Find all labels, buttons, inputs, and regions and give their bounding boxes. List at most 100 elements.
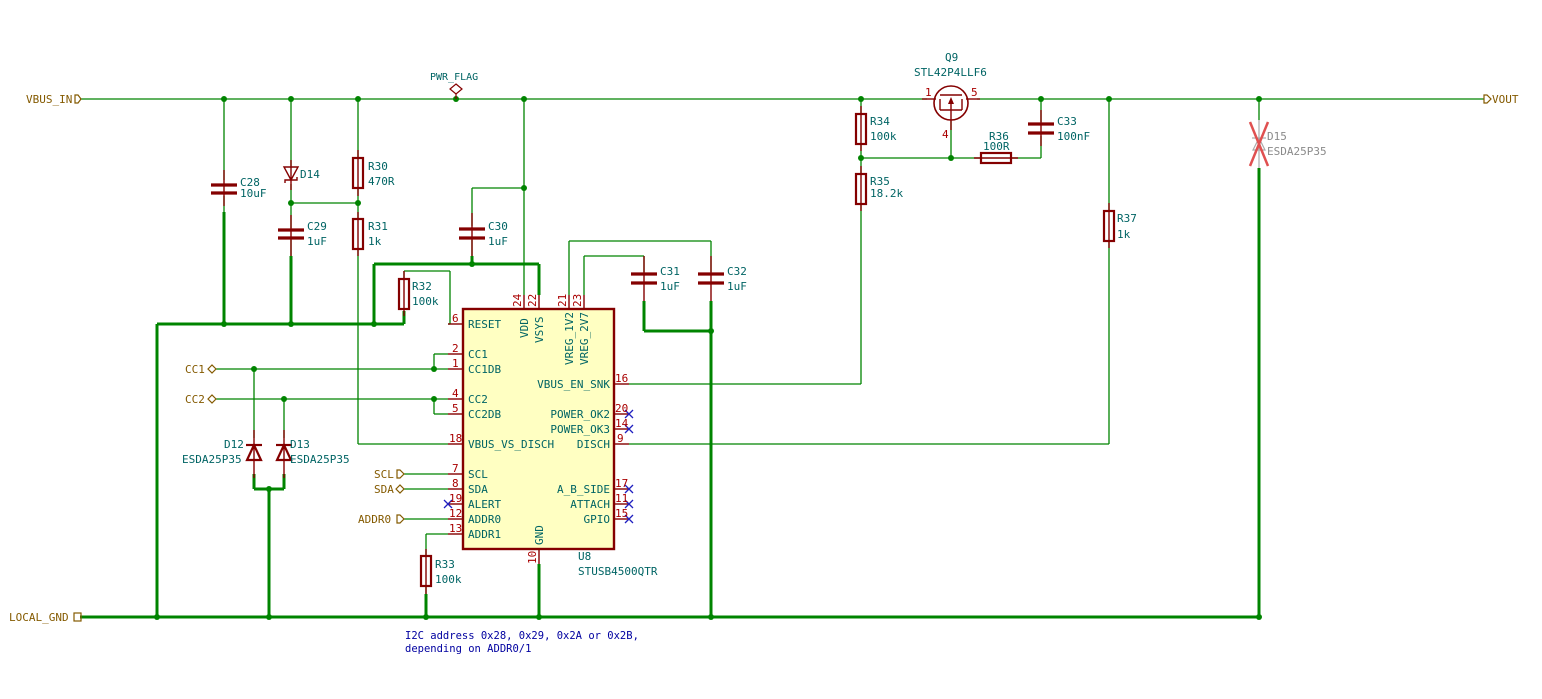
pin-num-18: 18 — [449, 432, 462, 445]
c30-ref: C30 — [488, 220, 508, 233]
bidirectional-port-icon — [395, 484, 405, 494]
addr0-label-text: ADDR0 — [358, 513, 391, 526]
bidirectional-port-icon — [207, 394, 217, 404]
u8-value: STUSB4500QTR — [578, 565, 658, 578]
capacitor-c29[interactable]: C29 1uF — [278, 215, 327, 256]
global-label-local-gnd[interactable]: LOCAL_GND — [9, 611, 82, 624]
c29-ref: C29 — [307, 220, 327, 233]
input-arrow-icon — [396, 514, 405, 524]
vbus-in-label-text: VBUS_IN — [26, 93, 72, 106]
r36-ref: R36 — [989, 130, 1009, 143]
pin-num-23: 23 — [571, 294, 584, 307]
diode-d15-dnp[interactable]: D15 ESDA25P35 — [1248, 120, 1327, 168]
capacitor-c30[interactable]: C30 1uF — [459, 213, 508, 256]
resistor-r30[interactable]: R30 470R — [351, 150, 395, 196]
mosfet-q9[interactable]: Q9 STL42P4LLF6 1 5 4 — [914, 51, 987, 141]
pin-name-cc2: CC2 — [468, 393, 488, 406]
pin-num-22: 22 — [526, 294, 539, 307]
resistor-r31[interactable]: R31 1k — [351, 212, 388, 256]
resistor-r36[interactable]: R36 100R — [974, 130, 1018, 165]
global-label-vbus-in[interactable]: VBUS_IN — [26, 93, 82, 106]
junctions — [154, 96, 1262, 620]
pin-name-power-ok3: POWER_OK3 — [550, 423, 610, 436]
resistor-r37[interactable]: R37 1k — [1102, 203, 1137, 248]
u8-ref: U8 — [578, 550, 591, 563]
d15-ref: D15 — [1267, 130, 1287, 143]
global-label-sda[interactable]: SDA — [374, 483, 405, 496]
pin-name-addr1: ADDR1 — [468, 528, 501, 541]
pin-name-gpio: GPIO — [584, 513, 611, 526]
resistor-r34[interactable]: R34 100k — [854, 106, 897, 151]
global-label-cc2[interactable]: CC2 — [185, 393, 217, 406]
r37-ref: R37 — [1117, 212, 1137, 225]
r33-ref: R33 — [435, 558, 455, 571]
power-flag[interactable]: PWR_FLAG — [430, 72, 478, 99]
diode-d14[interactable]: D14 — [282, 160, 320, 190]
r36-value: 100R — [983, 140, 1010, 153]
d13-ref: D13 — [290, 438, 310, 451]
pin-num-2: 2 — [452, 342, 459, 355]
pin-num-21: 21 — [556, 294, 569, 307]
ic-u8[interactable]: RESET CC1 CC1DB CC2 CC2DB VBUS_VS_DISCH … — [443, 293, 658, 578]
pin-num-20: 20 — [615, 402, 628, 415]
pin-name-cc1db: CC1DB — [468, 363, 501, 376]
d13-value: ESDA25P35 — [290, 453, 350, 466]
pin-num-15: 15 — [615, 507, 628, 520]
c31-value: 1uF — [660, 280, 680, 293]
pin-num-7: 7 — [452, 462, 459, 475]
pin-num-1: 1 — [452, 357, 459, 370]
global-label-scl[interactable]: SCL — [374, 468, 405, 481]
local-gnd-label-text: LOCAL_GND — [9, 611, 69, 624]
power-flag-text: PWR_FLAG — [430, 72, 478, 83]
global-label-cc1[interactable]: CC1 — [185, 363, 217, 376]
scl-label-text: SCL — [374, 468, 394, 481]
pin-name-power-ok2: POWER_OK2 — [550, 408, 610, 421]
c31-ref: C31 — [660, 265, 680, 278]
r35-ref: R35 — [870, 175, 890, 188]
global-label-addr0[interactable]: ADDR0 — [358, 513, 405, 526]
r30-ref: R30 — [368, 160, 388, 173]
r34-value: 100k — [870, 130, 897, 143]
resistor-r32[interactable]: R32 100k — [397, 271, 439, 316]
pin-num-19: 19 — [449, 492, 462, 505]
no-connect-markers — [443, 409, 634, 524]
pin-num-24: 24 — [511, 293, 524, 307]
resistor-r35[interactable]: R35 18.2k — [854, 166, 903, 211]
capacitor-c31[interactable]: C31 1uF — [631, 256, 680, 301]
r31-ref: R31 — [368, 220, 388, 233]
r37-value: 1k — [1117, 228, 1131, 241]
pin-num-13: 13 — [449, 522, 462, 535]
global-label-vout[interactable]: VOUT — [1483, 93, 1519, 106]
c32-ref: C32 — [727, 265, 747, 278]
pin-num-12: 12 — [449, 507, 462, 520]
capacitor-c32[interactable]: C32 1uF — [698, 256, 747, 301]
note-line-2: depending on ADDR0/1 — [405, 643, 531, 655]
resistor-r33[interactable]: R33 100k — [419, 549, 462, 594]
d12-ref: D12 — [224, 438, 244, 451]
cc1-label-text: CC1 — [185, 363, 205, 376]
pin-num-8: 8 — [452, 477, 459, 490]
diode-d13[interactable]: D13 ESDA25P35 — [275, 430, 350, 478]
capacitor-c33[interactable]: C33 100nF — [1028, 110, 1090, 146]
passive-port-icon — [73, 612, 82, 622]
c29-value: 1uF — [307, 235, 327, 248]
q9-pin1: 1 — [925, 86, 932, 99]
pin-name-a-b-side: A_B_SIDE — [557, 483, 610, 496]
d14-ref: D14 — [300, 168, 320, 181]
r30-value: 470R — [368, 175, 395, 188]
pin-num-5: 5 — [452, 402, 459, 415]
output-arrow-icon — [1483, 94, 1492, 104]
mosfet-symbol-icon — [933, 85, 969, 121]
pin-name-disch: DISCH — [577, 438, 610, 451]
diode-d12[interactable]: D12 ESDA25P35 — [182, 430, 263, 478]
pin-name-vreg-1v2: VREG_1V2 — [563, 312, 576, 365]
pin-name-cc2db: CC2DB — [468, 408, 501, 421]
r31-value: 1k — [368, 235, 382, 248]
r33-value: 100k — [435, 573, 462, 586]
input-arrow-icon — [396, 469, 405, 479]
pin-name-alert: ALERT — [468, 498, 501, 511]
bidirectional-port-icon — [207, 364, 217, 374]
capacitor-c28[interactable]: C28 10uF — [211, 170, 267, 206]
cc2-label-text: CC2 — [185, 393, 205, 406]
